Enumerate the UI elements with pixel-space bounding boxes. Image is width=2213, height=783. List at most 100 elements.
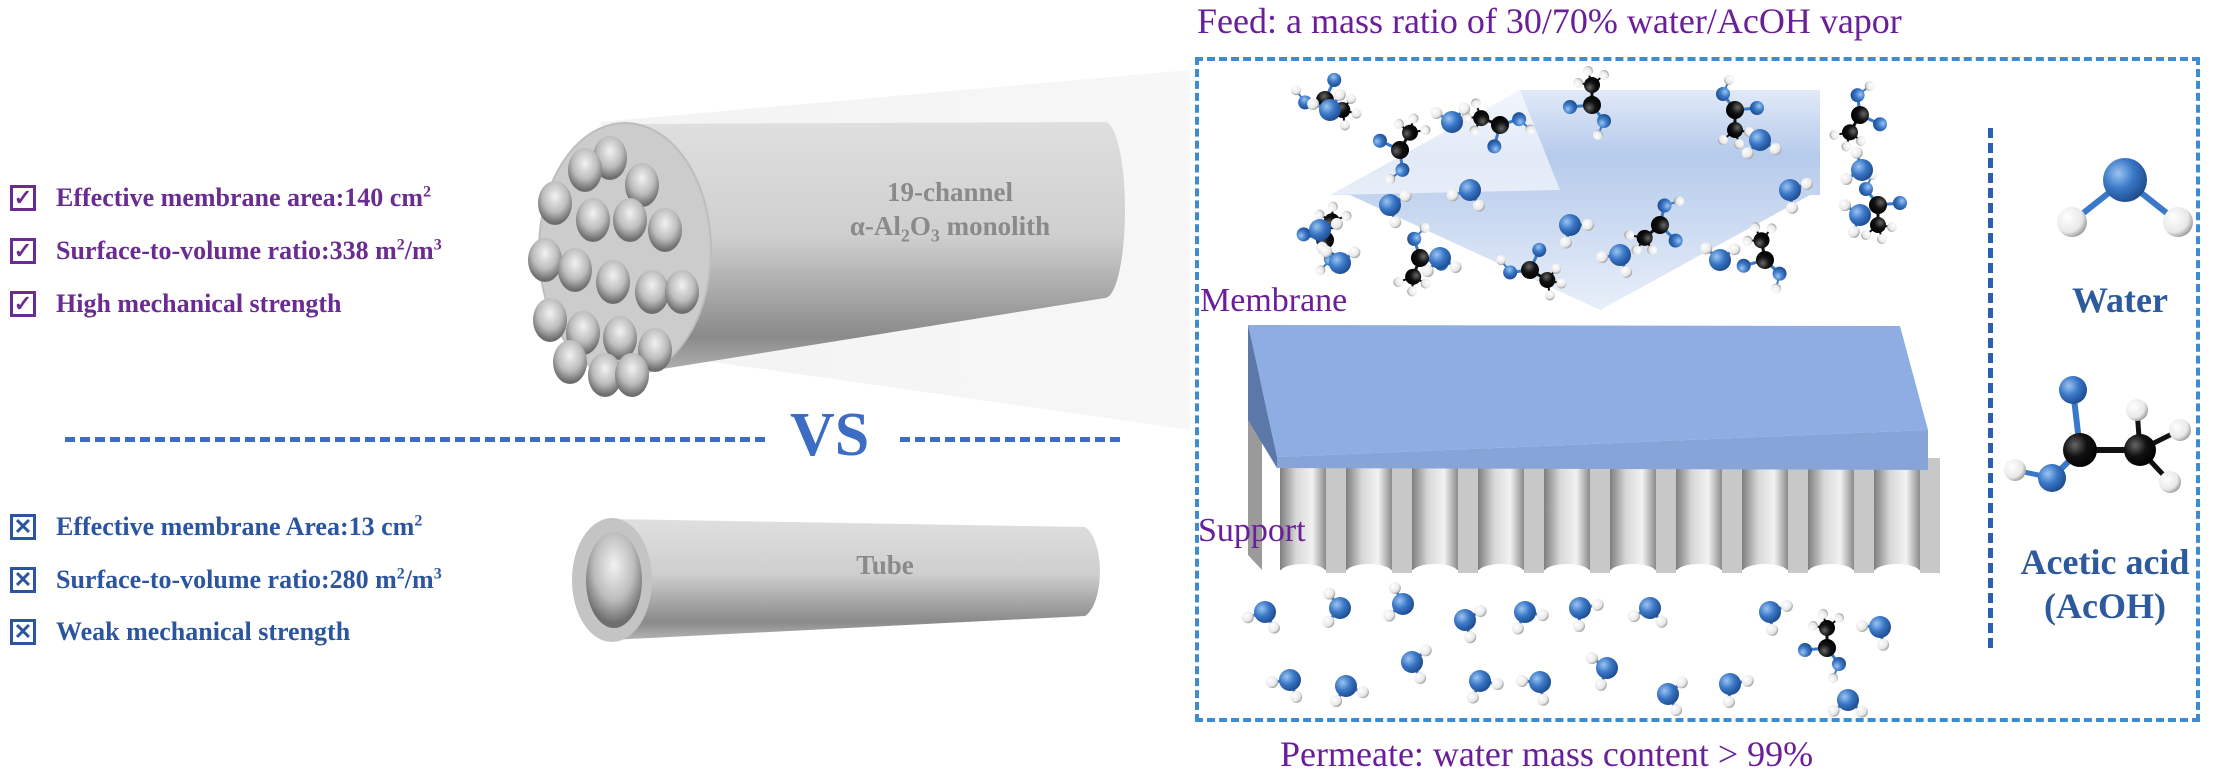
legend-acetic-acid-molecule (2004, 376, 2191, 493)
support-wall (1854, 458, 1874, 573)
support-pillar (1346, 460, 1392, 570)
checkbox-crossed-icon: ✕ (10, 619, 36, 645)
channel-hole (538, 181, 572, 225)
acetic-acid-molecule (1372, 113, 1431, 184)
support-wall (1590, 458, 1610, 573)
support-wall (1722, 458, 1742, 573)
water-molecule (1421, 247, 1462, 278)
feature-item: ✕ Surface-to-volume ratio:280 m2/m3 (10, 565, 442, 595)
water-molecule (1741, 129, 1782, 160)
water-molecule (1700, 242, 1741, 271)
water-molecule (1330, 675, 1369, 708)
water-molecule (1838, 199, 1871, 238)
water-molecule (1627, 597, 1668, 628)
channel-hole (533, 298, 567, 342)
channel-hole (558, 248, 592, 292)
channel-hole (528, 238, 562, 282)
water-molecule (1383, 581, 1414, 622)
monolith-material: α-Al2O3 monolith (849, 211, 1051, 246)
water-molecule (1430, 102, 1471, 133)
acetic-acid-molecule (1798, 609, 1846, 683)
channel-holes (528, 136, 699, 397)
water-molecule (1320, 245, 1361, 274)
feature-text: High mechanical strength (56, 289, 342, 318)
channel-hole (648, 208, 682, 252)
feature-text: Weak mechanical strength (56, 617, 351, 646)
support-label: Support (1198, 512, 1306, 549)
water-molecule (1569, 597, 1604, 632)
tube-bore (586, 532, 642, 628)
water-molecule (1379, 190, 1412, 229)
water-molecule (1401, 644, 1432, 685)
checkbox-crossed-icon: ✕ (10, 514, 36, 540)
channel-hole (603, 316, 637, 360)
water-molecule (1779, 177, 1813, 214)
channel-hole (635, 270, 669, 314)
water-molecule (1840, 146, 1873, 185)
checkbox-checked-icon: ✓ (10, 238, 36, 264)
channel-hole (576, 198, 610, 242)
monolith-label: 19-channel α-Al2O3 monolith (820, 175, 1080, 252)
legend-divider (1988, 128, 1993, 648)
water-molecule (1466, 670, 1504, 704)
water-molecule (1827, 689, 1868, 718)
water-molecule (1596, 244, 1633, 278)
tube-cylinder (572, 518, 1100, 642)
support-pillar (1874, 460, 1920, 570)
water-molecule (1719, 673, 1754, 708)
feature-item: ✓ Surface-to-volume ratio:338 m2/m3 (10, 236, 442, 266)
water-molecule (1309, 217, 1343, 254)
molecules-layer (1241, 66, 1907, 718)
membrane-slab (1248, 325, 1928, 470)
acetic-acid-molecule (1461, 98, 1536, 154)
acetic-acid-molecule (1496, 242, 1567, 301)
divider-left (65, 437, 765, 442)
water-molecule (1266, 669, 1303, 703)
water-molecule (1657, 676, 1688, 717)
legend-acid-label: Acetic acid (AcOH) (1995, 540, 2213, 628)
water-molecule (1516, 671, 1551, 706)
checkbox-crossed-icon: ✕ (10, 567, 36, 593)
support-wall (1920, 458, 1940, 573)
support-pillar (1742, 460, 1788, 570)
channel-hole (568, 148, 602, 192)
acetic-acid-molecule (1859, 170, 1907, 244)
separation-panel-frame (1195, 57, 2200, 722)
support-pillar (1478, 460, 1524, 570)
water-molecule (1241, 601, 1280, 634)
water-molecule (1307, 88, 1346, 121)
feed-caption: Feed: a mass ratio of 30/70% water/AcOH … (1197, 1, 1902, 41)
membrane-label: Membrane (1200, 282, 1348, 319)
legend-acid-abbrev: (AcOH) (2044, 586, 2166, 626)
channel-hole (553, 340, 587, 384)
channel-hole (613, 198, 647, 242)
vs-label: VS (790, 401, 870, 469)
support-wall (1788, 458, 1808, 573)
feature-text: Effective membrane area:140 cm2 (56, 183, 431, 212)
acetic-acid-molecule (1716, 75, 1764, 149)
feature-text: Surface-to-volume ratio:338 m2/m3 (56, 236, 442, 265)
support-pillar (1412, 460, 1458, 570)
feature-item: ✓ High mechanical strength (10, 289, 342, 319)
support-pillar (1676, 460, 1722, 570)
support-pillar (1544, 460, 1590, 570)
water-molecule (1856, 616, 1891, 651)
feature-item: ✓ Effective membrane area:140 cm2 (10, 183, 431, 213)
water-molecule (1559, 214, 1594, 249)
legend-water-label: Water (2072, 280, 2168, 320)
water-molecule (1511, 601, 1549, 635)
feature-text: Surface-to-volume ratio:280 m2/m3 (56, 565, 442, 594)
acetic-acid-molecule (1563, 66, 1611, 140)
support-wall (1326, 458, 1346, 573)
permeate-caption: Permeate: water mass content > 99% (1280, 734, 1814, 774)
support-wall (1656, 458, 1676, 573)
monolith-title: 19-channel (886, 177, 1013, 207)
support-pillar (1808, 460, 1854, 570)
monolith-cylinder (528, 122, 1125, 397)
channel-hole (638, 328, 672, 372)
feature-item: ✕ Weak mechanical strength (10, 617, 350, 647)
feature-text: Effective membrane Area:13 cm2 (56, 512, 423, 541)
acetic-acid-molecule (1624, 196, 1685, 255)
channel-hole (596, 260, 630, 304)
